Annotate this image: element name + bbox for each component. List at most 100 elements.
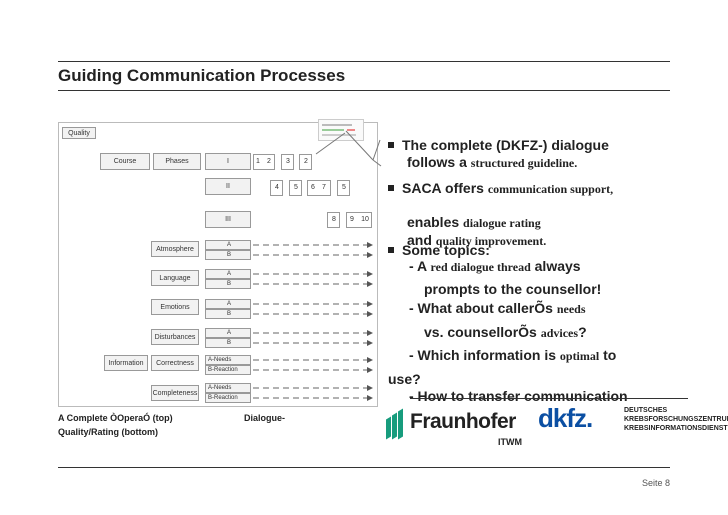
dkfz-text-2: KREBSFORSCHUNGSZENTRUM [624,416,728,423]
top-rule [58,61,670,62]
seq-ii-5-box [337,180,350,196]
bullet-2-text-1b: communication support, [487,182,614,196]
seq-ii-3: 6 [311,184,315,191]
row-emotions-b: B [205,309,251,319]
sub-3-text-a: - Which information is [409,347,560,363]
seq-ii-5: 5 [342,184,346,191]
bullet-2-text-3a: and [407,232,436,248]
row-disturbances-a: A [205,328,251,338]
row-atmosphere-a: A [205,240,251,250]
bullet-2-text-2b: dialogue rating [463,216,541,230]
page-number: Seite 8 [641,478,670,488]
row-completeness-a: A-Needs [205,383,251,393]
page-title: Guiding Communication Processes [58,66,346,85]
fraunhofer-mark [386,408,406,440]
row-atmosphere-b: B [205,250,251,260]
sub-3-line1: - Which information is optimal to [409,347,616,364]
sub-2-text-2c: ? [578,324,587,340]
seq-i-2: 2 [267,158,271,165]
seq-group-i [253,154,275,170]
information-box: Information [104,355,148,371]
sub-2-line2: vs. counsellorÕs advices? [424,324,587,341]
bullet-square-icon [388,185,394,191]
dkfz-logo: dkfz. DEUTSCHES KREBSFORSCHUNGSZENTRUM K… [536,403,728,439]
bullet-2-text-3b: quality improvement. [435,234,547,248]
row-correctness-a: A-Needs [205,355,251,365]
footer-rule [58,467,670,468]
bullet-1-text-2a: follows a [407,154,471,170]
caption-dialogue: Dialogue- [244,413,286,423]
seq-ii-1: 4 [275,184,279,191]
seq-i-4: 2 [304,158,308,165]
row-emotions-a: A [205,299,251,309]
bullet-2-line1: SACA offers communication support, [388,180,613,197]
caption-line1: A Complete ÒOperaÓ (top) [58,413,173,423]
seq-iii-3: 10 [361,216,369,223]
row-disturbances-label: Disturbances [151,329,199,345]
seq-i-4-box [299,154,312,170]
seq-ii-4: 7 [322,184,326,191]
title-rule [58,90,670,91]
bullet-square-icon [388,142,394,148]
sub-1-line1: - A red dialogue thread always [409,258,581,275]
sub-2-text-a: - What about callerÕs [409,300,557,316]
bullet-strike-rule [410,398,688,399]
seq-iii-1: 8 [332,216,336,223]
phase-i-box: I [205,153,251,170]
bullet-3-line1: Some topics: [388,242,490,258]
phase-ii-box: II [205,178,251,195]
sub-3-line2: use? [388,371,421,387]
seq-i-3: 3 [286,158,290,165]
itwm-label: ITWM [498,437,522,447]
bullet-1-line2: follows a structured guideline. [407,154,577,171]
row-completeness-label: Completeness [151,385,199,401]
row-disturbances-b: B [205,338,251,348]
seq-ii-group [307,180,331,196]
seq-iii-1-box [327,212,340,228]
sub-2-text-b: needs [556,302,586,316]
sub-4-line1: - How to transfer communication [409,388,628,404]
bullet-2-line3: and quality improvement. [407,232,546,249]
fraunhofer-wordmark: Fraunhofer [410,410,516,433]
row-correctness-b: B-Reaction [205,365,251,375]
seq-ii-1-box [270,180,283,196]
sub-1-text-b: red dialogue thread [430,260,531,274]
sub-3-text-b: optimal [559,349,600,363]
phases-box: Phases [153,153,201,170]
row-language-a: A [205,269,251,279]
sub-2-text-2a: vs. counsellorÕs [424,324,541,340]
dkfz-text-1: DEUTSCHES [624,407,668,414]
sub-1-text-c: always [530,258,581,274]
row-emotions-label: Emotions [151,299,199,315]
thumbnail-image [318,119,364,141]
sub-1-text-a: - A [409,258,431,274]
sub-1-line2: prompts to the counsellor! [424,281,602,297]
bullet-square-icon [388,247,394,253]
seq-ii-2-box [289,180,302,196]
row-language-label: Language [151,270,199,286]
bullet-2-line2: enables dialogue rating [407,214,541,231]
bullet-1-text: The complete (DKFZ-) dialogue [402,137,609,153]
quality-box: Quality [62,127,96,139]
row-completeness-b: B-Reaction [205,393,251,403]
bullet-2-text-2a: enables [407,214,464,230]
bullet-1-line1: The complete (DKFZ-) dialogue [388,137,609,153]
phase-iii-box: III [205,211,251,228]
sub-3-text-c: to [599,347,617,363]
bullet-1-text-2b: structured guideline. [470,156,578,170]
bullet-3-text: Some topics: [402,242,490,258]
row-correctness-label: Correctness [151,355,199,371]
fraunhofer-logo: Fraunhofer ITWM [384,404,534,450]
seq-ii-2: 5 [294,184,298,191]
row-atmosphere-label: Atmosphere [151,241,199,257]
caption-line2: Quality/Rating (bottom) [58,427,158,437]
course-box: Course [100,153,150,170]
seq-i-1: 1 [256,158,260,165]
bullet-2-text-1a: SACA offers [402,180,488,196]
sub-2-text-2b: advices [540,326,579,340]
dkfz-wordmark: dkfz. [538,403,593,433]
seq-iii-group [346,212,372,228]
seq-i-3-box [281,154,294,170]
dkfz-text-3: KREBSINFORMATIONSDIENST [624,425,728,432]
